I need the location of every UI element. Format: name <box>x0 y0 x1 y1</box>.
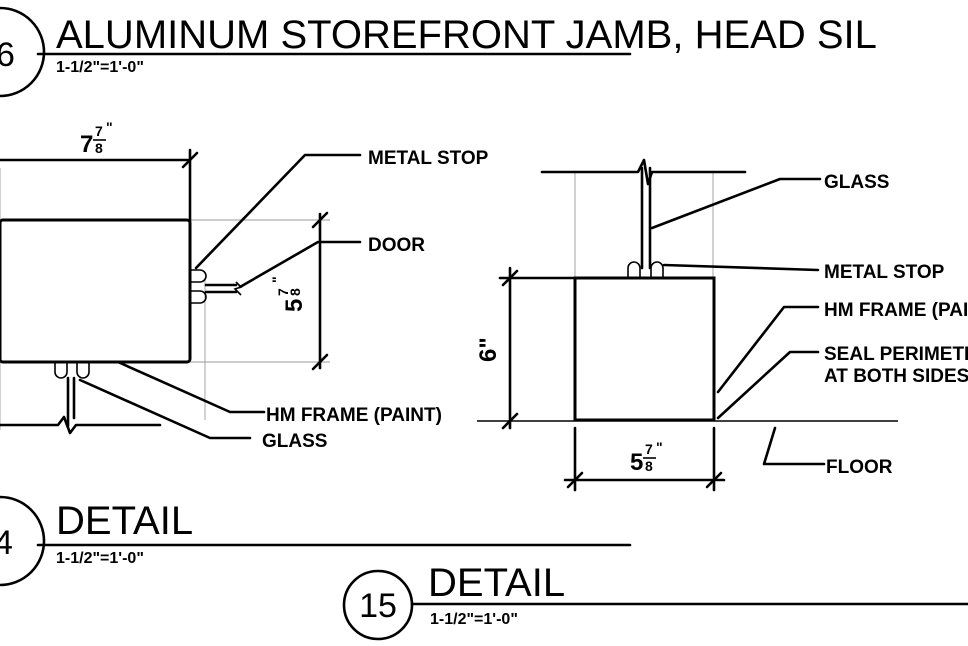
detail-15-label-floor: FLOOR <box>826 457 893 478</box>
detail-15-width-dim-den: 8 <box>645 458 653 474</box>
detail-15-width-dim-unit: " <box>656 439 663 455</box>
detail-14-label-hm-frame: HM FRAME (PAINT) <box>266 405 442 426</box>
detail-15-height-dim: 6" <box>475 337 502 362</box>
detail-14-leader-door <box>238 240 362 289</box>
top-title-text: ALUMINUM STOREFRONT JAMB, HEAD SIL <box>56 13 877 57</box>
detail-15-scale: 1-1/2"=1'-0" <box>430 611 518 628</box>
top-title-underlined: ALUMINUM STOREFRONT <box>56 13 555 57</box>
detail-14-wall-line <box>0 415 162 435</box>
detail-14-glass-stop-right <box>76 362 90 379</box>
detail-14-leader-metal-stop <box>194 153 362 270</box>
top-title-rest: JAMB, HEAD SIL <box>555 13 877 57</box>
detail-14-width-dim-num: 7 <box>95 123 103 139</box>
detail-14-hm-frame <box>0 218 192 364</box>
detail-15-number: 15 <box>359 587 397 625</box>
detail-14-depth-dim: 5 <box>281 299 308 312</box>
detail-15-leader-glass <box>650 177 822 230</box>
detail-14-depth-dim-den: 8 <box>287 288 303 296</box>
detail-15-hm-frame <box>573 276 716 422</box>
detail-14-metal-stop-upper <box>190 269 207 283</box>
detail-14-glass-stop-left <box>54 362 68 379</box>
detail-14-scale: 1-1/2"=1'-0" <box>56 550 144 567</box>
detail-14-drawing: 7 7 8 " 5 7 8 " METAL STOP <box>0 119 489 452</box>
top-title-bubble <box>0 6 46 98</box>
detail-15-title-block: 15 DETAIL 1-1/2"=1'-0" <box>342 561 968 641</box>
detail-15-metal-stop-right <box>650 261 664 278</box>
detail-15-label-hm-frame: HM FRAME (PAI <box>824 300 968 321</box>
detail-15-label-seal-line1: SEAL PERIMETER <box>824 344 968 365</box>
detail-14-label-glass: GLASS <box>262 431 327 452</box>
detail-15-leader-floor <box>762 426 826 466</box>
detail-15-drawing: 6" 5 7 8 " GLASS METAL STOP HM FRAME (PA… <box>475 158 968 492</box>
detail-14-leader-glass <box>78 378 252 440</box>
detail-14-label-metal-stop: METAL STOP <box>368 148 489 169</box>
detail-14-title-bubble <box>0 495 46 587</box>
detail-14-width-dim-den: 8 <box>95 140 103 156</box>
detail-14-metal-stop-lower <box>190 290 207 304</box>
detail-15-label-glass: GLASS <box>824 172 889 193</box>
detail-14-leader-hm-frame <box>116 360 266 414</box>
detail-14-depth-dim-num: 7 <box>275 288 291 296</box>
detail-15-leader-metal-stop <box>662 263 820 272</box>
detail-14-width-dim-whole: 7 <box>80 131 93 158</box>
detail-15-leader-seal <box>716 350 820 420</box>
detail-14-number: 4 <box>0 524 13 562</box>
detail-15-leader-hm-frame <box>716 305 820 394</box>
detail-15-title: DETAIL <box>428 561 565 605</box>
detail-15-label-metal-stop: METAL STOP <box>824 262 945 283</box>
detail-14-label-door: DOOR <box>368 235 425 256</box>
top-title-block: 6 ALUMINUM STOREFRONT JAMB, HEAD SIL 1-1… <box>0 6 877 98</box>
detail-14-title: DETAIL <box>56 499 193 543</box>
detail-14-depth-dim-unit: " <box>269 276 285 283</box>
top-title-scale: 1-1/2"=1'-0" <box>56 59 144 76</box>
detail-15-width-dim-num: 7 <box>645 441 653 457</box>
detail-14-door-break <box>233 281 243 296</box>
detail-14-width-dim-unit: " <box>106 119 113 135</box>
detail-15-label-seal-line2: AT BOTH SIDES <box>824 366 968 387</box>
top-title-number: 6 <box>0 36 15 74</box>
detail-14-title-block: 4 DETAIL 1-1/2"=1'-0" <box>0 495 632 587</box>
detail-15-head-line <box>540 158 747 186</box>
detail-15-metal-stop-left <box>627 261 641 278</box>
detail-15-width-dim-whole: 5 <box>630 449 643 476</box>
